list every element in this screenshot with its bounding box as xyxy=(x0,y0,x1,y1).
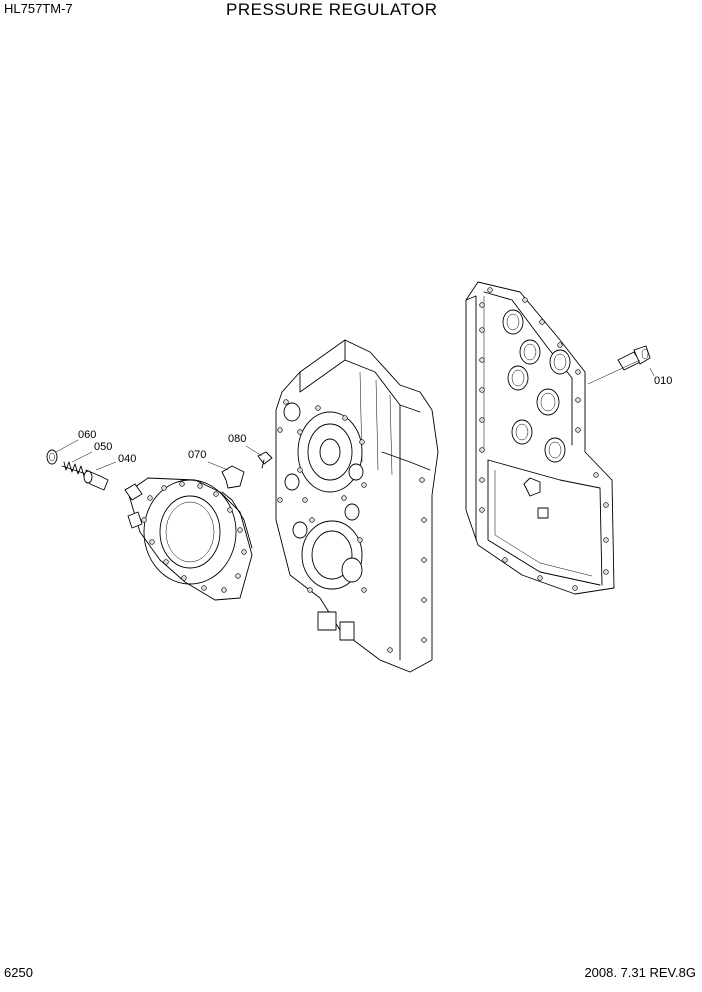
callout-070: 070 xyxy=(188,449,206,461)
plate-070 xyxy=(221,465,245,489)
callout-080: 080 xyxy=(228,433,246,445)
piston-040 xyxy=(83,469,109,491)
screw-010 xyxy=(617,345,651,371)
callout-050: 050 xyxy=(94,441,112,453)
page-title: PRESSURE REGULATOR xyxy=(226,0,438,19)
model-code: HL757TM-7 xyxy=(4,1,73,16)
regulator-flange xyxy=(124,477,253,601)
spring-050 xyxy=(61,461,87,477)
callout-040: 040 xyxy=(118,453,136,465)
revision-date: 2008. 7.31 REV.8G xyxy=(584,965,696,980)
rear-housing-cover xyxy=(465,281,615,595)
callout-060: 060 xyxy=(78,429,96,441)
snap-ring-060 xyxy=(46,449,58,465)
plug-080 xyxy=(257,451,273,469)
page-number: 6250 xyxy=(4,965,33,980)
leader-lines xyxy=(55,359,655,471)
callout-010: 010 xyxy=(654,375,672,387)
transmission-housing xyxy=(275,339,439,673)
